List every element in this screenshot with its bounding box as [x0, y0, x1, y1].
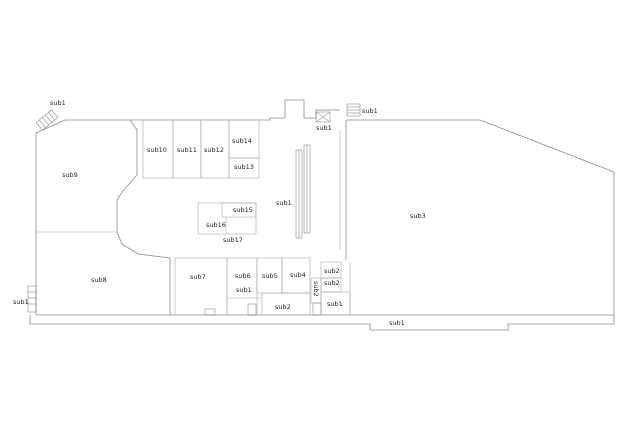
south-wall — [29, 312, 615, 331]
label-sub13: sub13 — [234, 163, 254, 171]
label-sub2-small: sub2 — [324, 267, 340, 275]
label-sub3: sub3 — [410, 212, 426, 220]
label-sub1-west: sub1 — [13, 298, 29, 306]
stair-nw-step-2 — [42, 117, 49, 126]
label-sub14: sub14 — [232, 137, 252, 145]
lift-cross-2 — [315, 111, 331, 123]
label-sub6: sub6 — [235, 272, 251, 280]
label-sub9: sub9 — [62, 171, 78, 179]
label-sub1-stair-nw: sub1 — [50, 99, 66, 107]
label-sub12: sub12 — [204, 146, 224, 154]
stair-nw-step-1 — [38, 119, 46, 128]
stair-west-frame — [27, 285, 37, 313]
room-labels: sub1 sub1 sub1 sub10 sub11 sub12 sub14 s… — [13, 99, 426, 327]
label-sub2-lower: sub2 — [324, 279, 340, 287]
north-shops — [142, 119, 260, 179]
label-sub2-vertical: sub2 — [312, 281, 320, 297]
west-wing-wall — [35, 119, 171, 315]
label-sub8: sub8 — [91, 276, 107, 284]
label-sub10: sub10 — [147, 146, 167, 154]
north-corridor-wall — [130, 99, 340, 121]
shop-sub7-outline — [174, 257, 228, 316]
stair-south-2-frame — [247, 303, 257, 316]
shop-sub13-outline — [228, 157, 260, 179]
stair-south-3-frame — [312, 302, 322, 316]
label-sub15: sub15 — [233, 206, 253, 214]
building-outline — [29, 99, 615, 331]
east-wing-wall — [346, 119, 615, 312]
escalators — [295, 130, 341, 250]
label-sub1-corridor: sub1 — [236, 286, 252, 294]
stair-nw-frame — [35, 109, 59, 131]
label-sub1-south-east: sub1 — [327, 300, 343, 308]
lift-frame — [315, 111, 331, 123]
shop-sub2-bottom-outline — [261, 292, 311, 316]
south-shops — [174, 257, 351, 316]
label-sub2-bottom: sub2 — [275, 303, 291, 311]
label-sub16: sub16 — [206, 221, 226, 229]
label-sub1-center: sub1 — [276, 199, 292, 207]
label-sub7: sub7 — [190, 273, 206, 281]
stair-nw-step-4 — [48, 112, 56, 121]
label-sub5: sub5 — [262, 272, 278, 280]
stair-west-icon — [27, 285, 37, 313]
central-island — [197, 202, 257, 235]
stair-south-icon — [204, 302, 322, 316]
stair-nw-step-3 — [45, 114, 52, 123]
label-sub4: sub4 — [290, 271, 306, 279]
label-sub11: sub11 — [177, 146, 197, 154]
stair-nw-icon — [35, 109, 59, 131]
stair-ne-icon — [346, 103, 361, 117]
stair-south-1-frame — [204, 308, 216, 316]
shop-sub15-outline — [221, 202, 257, 218]
label-sub1-bottom: sub1 — [389, 319, 405, 327]
label-sub17: sub17 — [223, 236, 243, 244]
lift-icon — [315, 111, 331, 123]
label-sub1-lift: sub1 — [316, 124, 332, 132]
label-sub1-stair-ne: sub1 — [362, 107, 378, 115]
